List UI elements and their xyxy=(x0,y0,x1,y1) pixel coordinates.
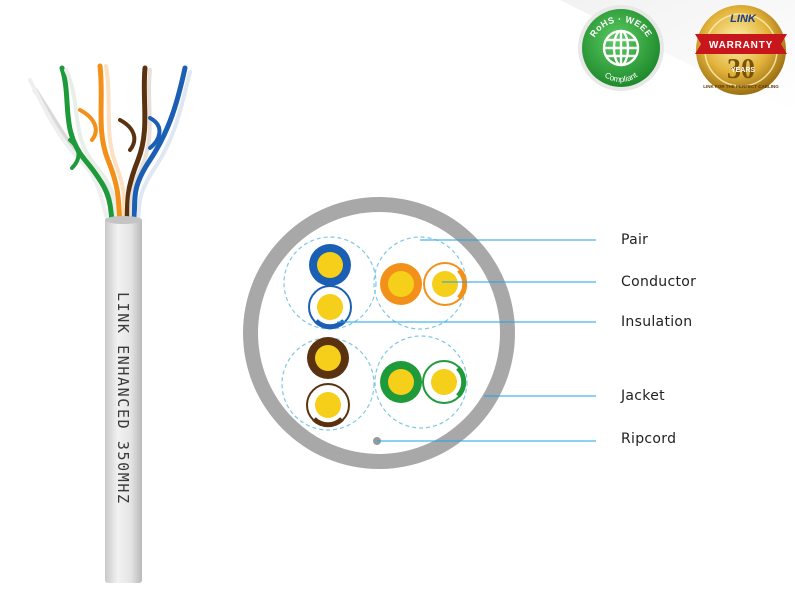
rohs-bottom-text: Compliant xyxy=(603,70,640,84)
conductor-brown xyxy=(315,345,341,371)
pair-brown xyxy=(281,337,375,431)
conductor-green xyxy=(388,369,414,395)
warranty-tagline: LINK FOR THE PERFECT CABLING xyxy=(703,84,779,89)
conductor-brown-white xyxy=(315,392,341,418)
warranty-ribbon xyxy=(695,34,787,54)
stripe-orange xyxy=(457,268,468,300)
sheath-opening xyxy=(105,216,142,224)
conductor-green-white xyxy=(431,369,457,395)
warranty-unit: YEARS xyxy=(731,67,755,74)
conductor-blue xyxy=(317,252,343,278)
conductor-orange xyxy=(388,271,414,297)
rohs-weee-badge: RoHS · WEEE Compliant xyxy=(578,5,664,91)
twisted-pairs xyxy=(28,63,192,225)
warranty-number: 30 xyxy=(727,54,755,85)
warranty-ribbon-text: WARRANTY xyxy=(709,40,773,51)
cable-illustration: LINK ENHANCED 350MHZ xyxy=(28,63,192,583)
label-pair: Pair xyxy=(621,232,649,248)
pair-outline-brown xyxy=(281,337,375,431)
label-insulation: Insulation xyxy=(621,314,693,330)
cable-interior xyxy=(258,212,500,454)
cross-section xyxy=(243,197,515,469)
pair-green xyxy=(374,335,468,429)
stripe-blue xyxy=(314,319,346,330)
warranty-badge: LINK WARRANTY 30 YEARS LINK FOR THE PERF… xyxy=(695,5,787,95)
twisted-pairs-layer xyxy=(281,236,468,431)
pair-orange xyxy=(373,236,468,330)
pair-outline-green xyxy=(374,335,468,429)
svg-text:Compliant: Compliant xyxy=(603,70,640,84)
stripe-green xyxy=(456,366,467,398)
pair-blue xyxy=(283,236,377,330)
callout-lines xyxy=(337,239,596,442)
label-jacket: Jacket xyxy=(621,388,665,404)
globe-icon xyxy=(602,29,640,67)
conductor-blue-white xyxy=(317,294,343,320)
label-ripcord: Ripcord xyxy=(621,431,677,447)
conductor-orange-white xyxy=(432,271,458,297)
warranty-brand: LINK xyxy=(730,13,757,25)
label-conductor: Conductor xyxy=(621,274,697,290)
cable-print-text: LINK ENHANCED 350MHZ xyxy=(114,292,132,505)
cable-sheath xyxy=(105,218,142,583)
stripe-brown xyxy=(312,417,344,428)
